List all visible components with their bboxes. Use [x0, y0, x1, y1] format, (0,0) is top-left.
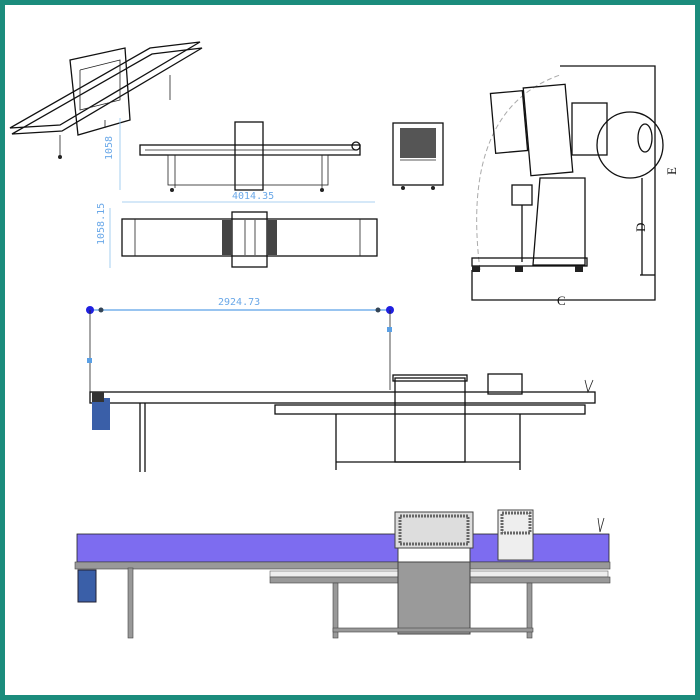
- side-view: [392, 122, 444, 190]
- top-view: 1058.15: [96, 203, 378, 268]
- mixer-drawing: E C D: [471, 65, 679, 308]
- isometric-view: [9, 41, 203, 159]
- front-width-dimension: 4014.35: [232, 191, 274, 202]
- front-height-dimension: 1058: [104, 136, 115, 160]
- roller-guard: [394, 511, 474, 549]
- dimension-c-label: C: [557, 293, 566, 308]
- dimension-d-label: D: [633, 223, 648, 232]
- dimension-e-label: E: [664, 167, 679, 175]
- motor-icon: [92, 398, 110, 430]
- top-depth-dimension: 1058.15: [96, 203, 107, 245]
- overall-dimension-text: 2924.73: [218, 297, 260, 308]
- rendered-view: [74, 509, 611, 639]
- elevation-view: 2924.73: [86, 297, 596, 472]
- motor-icon: [77, 569, 97, 603]
- front-view: 1058 4014.35: [104, 118, 375, 203]
- cutter-guard: [497, 509, 534, 561]
